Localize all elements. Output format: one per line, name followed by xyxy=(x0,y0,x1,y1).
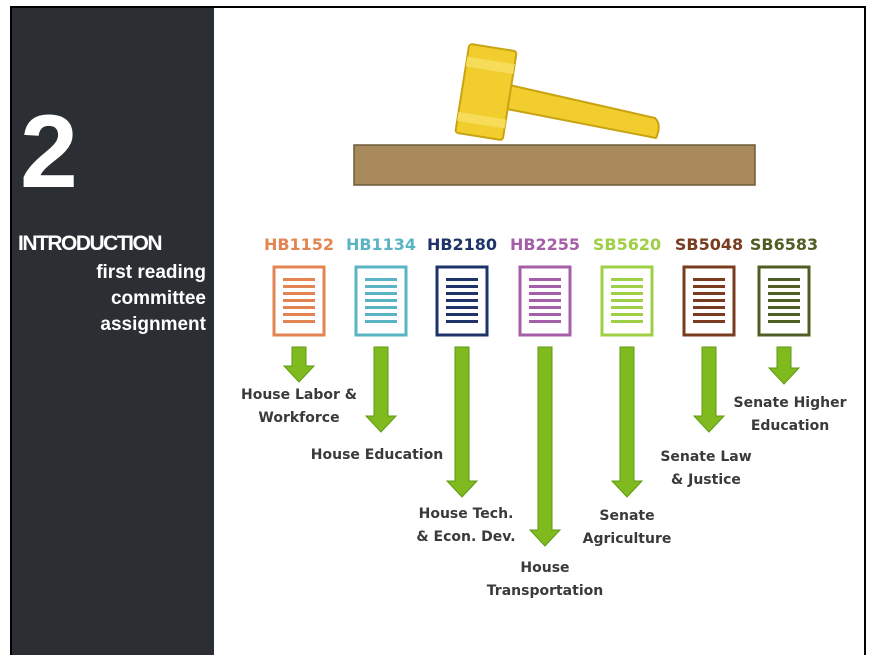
down-arrow-icon xyxy=(445,346,479,498)
sound-block-icon xyxy=(353,144,756,186)
committee-label: House Tech. & Econ. Dev. xyxy=(396,503,536,549)
stage-subtitle-line-2: committee xyxy=(110,288,206,309)
down-arrow-icon xyxy=(282,346,316,383)
bill-label: SB6583 xyxy=(749,235,819,254)
committee-label-line: Senate Higher xyxy=(733,395,847,411)
bill-label: SB5048 xyxy=(674,235,744,254)
committee-label: House Labor & Workforce xyxy=(229,384,369,430)
bill-label: HB2255 xyxy=(509,235,581,254)
down-arrow-icon xyxy=(364,346,398,433)
stage-sidebar xyxy=(12,8,214,655)
committee-label-line: House Tech. xyxy=(418,506,514,522)
committee-label-line: House Labor & xyxy=(241,387,357,403)
document-icon xyxy=(354,265,408,337)
document-icon xyxy=(682,265,736,337)
bill-label: HB1152 xyxy=(263,235,335,254)
bill-label: SB5620 xyxy=(592,235,662,254)
committee-label-line: Agriculture xyxy=(582,531,672,547)
gavel-icon xyxy=(454,43,660,141)
committee-label-line: Workforce xyxy=(258,410,340,426)
step-number: 2 xyxy=(20,94,78,210)
committee-label-line: Senate Law xyxy=(660,449,752,465)
stage-subtitle-line-1: first reading xyxy=(96,262,206,283)
document-icon xyxy=(518,265,572,337)
committee-label-line: House Education xyxy=(310,447,444,463)
slide-frame xyxy=(10,6,866,655)
down-arrow-icon xyxy=(610,346,644,498)
committee-label-line: & Justice xyxy=(671,472,741,488)
stage-title: INTRODUCTION xyxy=(18,232,163,255)
down-arrow-icon xyxy=(528,346,562,547)
committee-label-line: House xyxy=(520,560,570,576)
committee-label-line: Transportation xyxy=(486,583,604,599)
stage-subtitle-line-3: assignment xyxy=(100,314,206,335)
bill-label: HB2180 xyxy=(426,235,498,254)
document-icon xyxy=(272,265,326,337)
committee-label-line: & Econ. Dev. xyxy=(416,529,516,545)
committee-label: House Education xyxy=(307,444,447,467)
document-icon xyxy=(757,265,811,337)
committee-label-line: Education xyxy=(750,418,830,434)
bill-label: HB1134 xyxy=(345,235,417,254)
document-icon xyxy=(435,265,489,337)
committee-label: Senate Law & Justice xyxy=(636,446,776,492)
document-icon xyxy=(600,265,654,337)
committee-label-line: Senate xyxy=(599,508,655,524)
down-arrow-icon xyxy=(692,346,726,433)
down-arrow-icon xyxy=(767,346,801,385)
